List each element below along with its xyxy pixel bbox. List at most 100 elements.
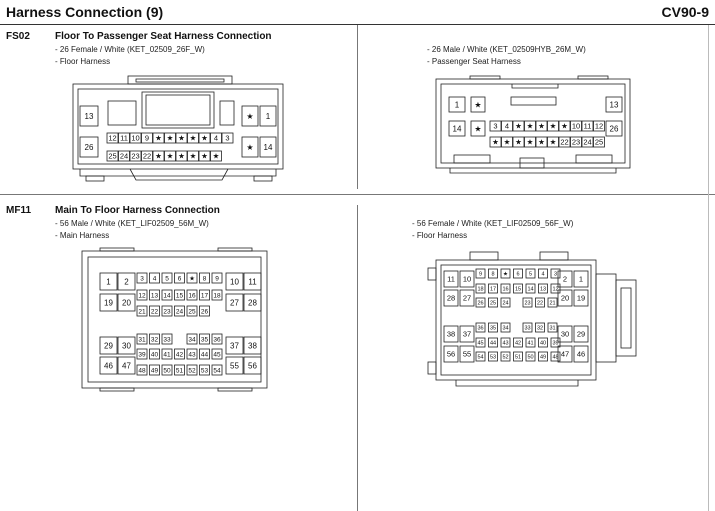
pin-cell xyxy=(211,272,223,284)
pin-cell xyxy=(535,136,548,148)
latch xyxy=(127,75,233,85)
lock-tab xyxy=(519,157,545,169)
pin-cell xyxy=(500,337,511,348)
pin-cell xyxy=(488,297,498,308)
pin-label: 1 xyxy=(266,112,271,121)
pin-cell xyxy=(443,325,459,343)
pin-label: 37 xyxy=(230,341,239,350)
pin-cell xyxy=(99,293,118,312)
pin-label: 54 xyxy=(477,354,483,360)
pin-cell xyxy=(557,325,573,343)
pin-cell xyxy=(211,348,223,360)
pin-label: 14 xyxy=(264,143,273,152)
pin-label: 10 xyxy=(230,277,239,286)
pin-cell xyxy=(538,268,548,279)
pin-label: 52 xyxy=(502,354,508,360)
pin-label: 16 xyxy=(188,292,196,299)
pin-cell xyxy=(550,268,561,279)
pin-cell xyxy=(558,136,571,148)
pin-cell xyxy=(573,325,589,343)
pin-label: 4 xyxy=(153,275,157,282)
top-rib xyxy=(539,251,569,261)
pin-cell xyxy=(547,136,559,148)
pin-label: 8 xyxy=(203,275,207,282)
pin-label: 56 xyxy=(447,350,455,359)
pin-label: 11 xyxy=(584,122,592,131)
skirt xyxy=(455,380,579,387)
mf11-id: MF11 xyxy=(6,205,32,216)
pin-cell xyxy=(538,283,548,294)
pin-cell xyxy=(475,351,486,362)
pin-cell xyxy=(243,356,262,375)
pin-label: 6 xyxy=(178,275,182,282)
pin-star: ★ xyxy=(190,152,197,161)
pin-cell xyxy=(500,268,511,279)
pin-label: 14 xyxy=(163,292,171,299)
blank-cavity xyxy=(219,100,235,126)
connector-inner xyxy=(87,256,262,383)
pin-label: 1 xyxy=(579,275,583,284)
pin-star: ★ xyxy=(178,152,185,161)
pin-star: ★ xyxy=(213,152,220,161)
pin-label: 22 xyxy=(560,138,568,147)
pin-label: 27 xyxy=(463,294,471,303)
vertical-divider-bottom xyxy=(357,205,358,511)
pin-cell xyxy=(522,297,533,308)
pin-cell xyxy=(161,364,173,376)
pin-cell xyxy=(524,136,536,148)
pin-label: 42 xyxy=(176,351,184,358)
pin-star: ★ xyxy=(246,112,253,121)
pin-cell xyxy=(512,120,525,132)
pin-cell xyxy=(136,305,148,317)
mf11-title: Main To Floor Harness Connection xyxy=(55,205,220,216)
pin-cell xyxy=(136,289,148,301)
pin-label: 16 xyxy=(502,286,508,292)
pin-cell xyxy=(501,136,513,148)
pin-label: 36 xyxy=(213,336,221,343)
pin-label: 11 xyxy=(120,134,128,143)
pin-cell xyxy=(210,132,222,144)
pin-cell xyxy=(525,268,536,279)
pin-label: 17 xyxy=(201,292,209,299)
pin-label: 18 xyxy=(477,286,483,292)
pin-label: 46 xyxy=(104,361,113,370)
pin-label: 50 xyxy=(527,354,533,360)
pin-label: 23 xyxy=(131,152,139,161)
pin-cell xyxy=(161,333,173,345)
pin-cell xyxy=(175,132,188,144)
pin-label: 26 xyxy=(201,308,209,315)
fs02-id: FS02 xyxy=(6,31,30,42)
pin-cell xyxy=(581,136,594,148)
pin-cell xyxy=(573,345,589,363)
pin-label: 45 xyxy=(213,351,221,358)
pin-label: 12 xyxy=(138,292,146,299)
pin-cell xyxy=(535,120,548,132)
pin-cell xyxy=(174,272,185,284)
pin-label: 40 xyxy=(540,340,546,346)
top-rib xyxy=(469,75,501,80)
pin-label: 36 xyxy=(477,325,483,331)
pin-cell xyxy=(149,348,160,360)
pin-label: 18 xyxy=(213,292,221,299)
lock-lever xyxy=(595,273,617,363)
pin-label: 31 xyxy=(549,325,555,331)
mf11-left-spec: - 56 Male / White (KET_LIF02509_56M_W) xyxy=(55,219,209,228)
pin-label: 22 xyxy=(537,300,543,306)
pin-label: 15 xyxy=(515,286,521,292)
pin-cell xyxy=(488,268,498,279)
pin-cell xyxy=(558,120,571,132)
pin-cell xyxy=(525,351,536,362)
foot xyxy=(85,175,105,182)
pin-label: 21 xyxy=(549,300,555,306)
pin-label: 1 xyxy=(455,100,460,109)
pin-label: 32 xyxy=(151,336,159,343)
pin-cell xyxy=(501,120,513,132)
pin-label: 26 xyxy=(610,124,619,133)
mf11-right-spec: - 56 Female / White (KET_LIF02509_56F_W) xyxy=(412,219,574,228)
pin-cell xyxy=(500,322,511,333)
page-title: Harness Connection (9) xyxy=(6,4,164,20)
